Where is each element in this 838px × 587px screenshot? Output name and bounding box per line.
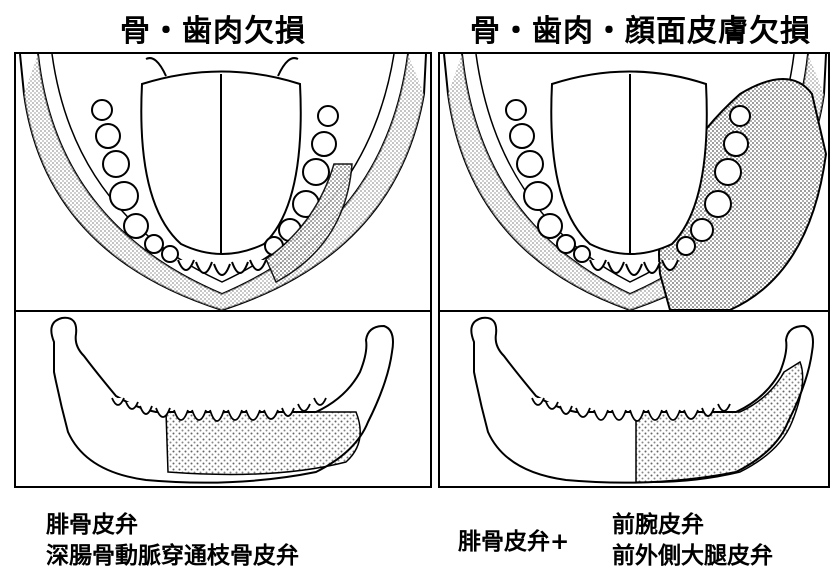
panel-intraoral-left	[14, 52, 432, 314]
title-bone-gingiva-skin-defect: 骨・歯肉・顔面皮膚欠損	[470, 6, 811, 50]
caption-dcia-flap: 深腸骨動脈穿通枝骨皮弁	[46, 541, 299, 572]
intraoral-diagram-left	[16, 54, 430, 312]
mandible-diagram-left	[16, 312, 430, 486]
intraoral-diagram-right	[440, 54, 828, 312]
panel-mandible-right	[438, 310, 830, 488]
caption-fibula-plus: 腓骨皮弁+	[458, 527, 569, 558]
panel-mandible-left	[14, 310, 432, 488]
mandible-diagram-right	[440, 312, 828, 486]
caption-right: 前腕皮弁 前外側大腿皮弁	[612, 510, 773, 572]
caption-alt-flap: 前外側大腿皮弁	[612, 541, 773, 572]
caption-forearm-flap: 前腕皮弁	[612, 510, 773, 541]
title-bone-gingiva-defect: 骨・歯肉欠損	[120, 6, 306, 50]
caption-fibula-flap: 腓骨皮弁	[46, 510, 299, 541]
caption-left: 腓骨皮弁 深腸骨動脈穿通枝骨皮弁	[46, 510, 299, 572]
panel-intraoral-right	[438, 52, 830, 314]
